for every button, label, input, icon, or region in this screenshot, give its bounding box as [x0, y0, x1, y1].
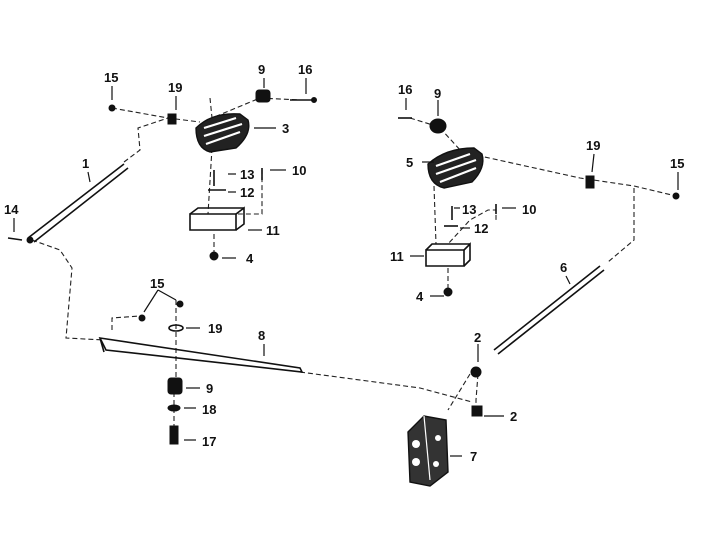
- label-15-middle: 15: [150, 276, 164, 291]
- label-2-bottom: 2: [510, 409, 517, 424]
- label-7: 7: [470, 449, 477, 464]
- label-19-right: 19: [586, 138, 600, 153]
- label-10-right: 10: [522, 202, 536, 217]
- leader-lines: [13, 78, 679, 457]
- label-11-right: 11: [390, 249, 404, 264]
- label-9-left: 9: [258, 62, 265, 77]
- arm-8: [98, 336, 304, 373]
- label-16-right: 16: [398, 82, 412, 97]
- pedal-right-5: [427, 147, 484, 189]
- part-labels: 1 14 15 19 9 16 3 13 12 10 11 4 15 19 8 …: [4, 62, 684, 464]
- label-8: 8: [258, 328, 265, 343]
- label-10-left: 10: [292, 163, 306, 178]
- label-4-right: 4: [416, 289, 424, 304]
- pedal-left-3: [195, 113, 250, 153]
- hardware: [7, 89, 680, 445]
- label-18: 18: [202, 402, 216, 417]
- bracket-left-11: [189, 206, 245, 231]
- label-13-right: 13: [462, 202, 476, 217]
- label-4-left: 4: [246, 251, 254, 266]
- label-13-left: 13: [240, 167, 254, 182]
- label-12-right: 12: [474, 221, 488, 236]
- label-15-right: 15: [670, 156, 684, 171]
- label-16-left: 16: [298, 62, 312, 77]
- label-2-top: 2: [474, 330, 481, 345]
- label-12-left: 12: [240, 185, 254, 200]
- bracket-right-11: [425, 242, 471, 267]
- assembly-lines: [31, 97, 677, 438]
- label-1: 1: [82, 156, 89, 171]
- label-19-middle: 19: [208, 321, 222, 336]
- label-9-right: 9: [434, 86, 441, 101]
- shafts: [26, 163, 605, 373]
- label-15-left: 15: [104, 70, 118, 85]
- label-19-left: 19: [168, 80, 182, 95]
- label-17: 17: [202, 434, 216, 449]
- rod-1: [27, 163, 125, 239]
- label-14: 14: [4, 202, 19, 217]
- label-3: 3: [282, 121, 289, 136]
- gearbox-7: [407, 415, 449, 487]
- label-6-right: 6: [560, 260, 567, 275]
- label-11-left: 11: [266, 223, 280, 238]
- rod-6-right: [493, 265, 601, 351]
- label-9-middle: 9: [206, 381, 213, 396]
- label-5: 5: [406, 155, 413, 170]
